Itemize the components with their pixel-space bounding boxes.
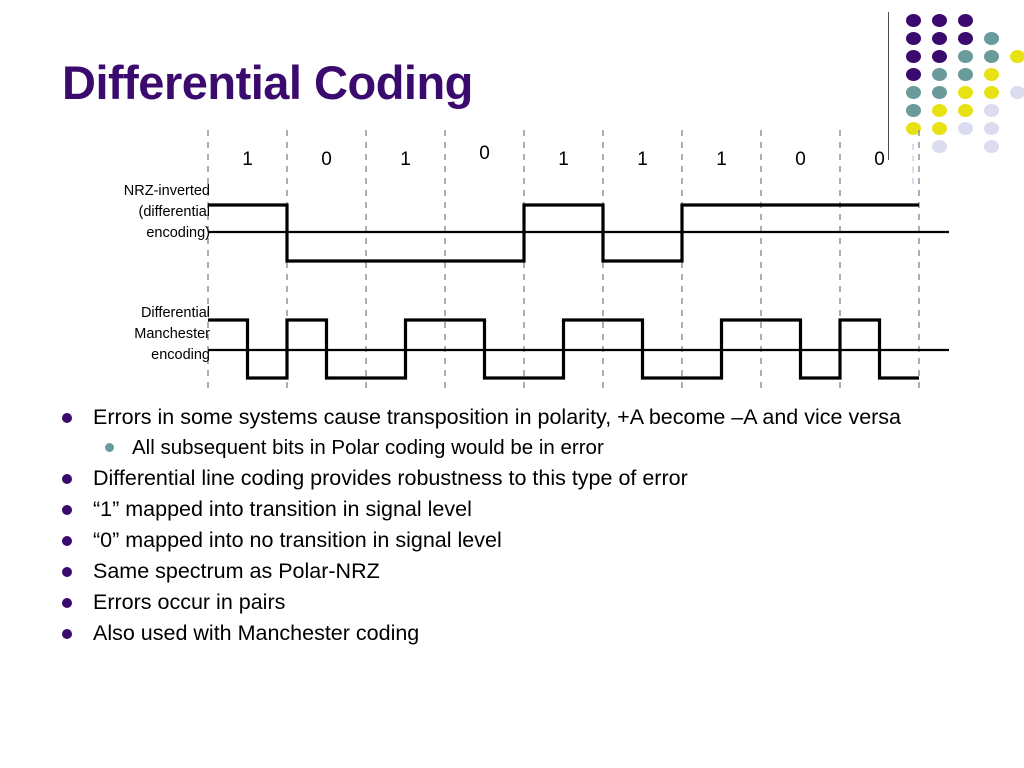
waveform-svg	[207, 130, 949, 390]
decorative-dot-purple	[958, 14, 973, 27]
bullet-text: All subsequent bits in Polar coding woul…	[132, 436, 604, 460]
bullet-marker-icon	[62, 567, 72, 578]
decorative-dot-purple	[906, 14, 921, 27]
bit-label: 1	[558, 149, 569, 170]
bullet-item: Same spectrum as Polar-NRZ	[62, 558, 992, 585]
bullet-text: “0” mapped into no transition in signal …	[93, 528, 502, 553]
decorative-dot-yellow	[932, 122, 947, 135]
label-line: Manchester	[134, 326, 210, 343]
decorative-dot-purple	[958, 32, 973, 45]
bullet-item: Errors occur in pairs	[62, 589, 992, 616]
bullet-marker-icon	[62, 629, 72, 640]
decorative-dot-cluster	[880, 6, 1024, 184]
decorative-dot-lavender	[984, 140, 999, 153]
decorative-dot-yellow	[906, 122, 921, 135]
decorative-dot-lavender	[984, 104, 999, 117]
bullet-list: Errors in some systems cause transpositi…	[62, 404, 992, 651]
decorative-dot-yellow	[932, 104, 947, 117]
bullet-text: Same spectrum as Polar-NRZ	[93, 559, 380, 584]
decorative-dot-purple	[906, 68, 921, 81]
bullet-marker-icon	[62, 504, 72, 515]
decorative-dot-teal	[958, 50, 973, 63]
page-title: Differential Coding	[62, 56, 473, 109]
decorative-dot-teal	[984, 50, 999, 63]
bullet-item: Also used with Manchester coding	[62, 620, 992, 647]
bullet-text: Errors occur in pairs	[93, 590, 286, 615]
decorative-dot-teal	[984, 32, 999, 45]
decorative-dot-teal	[906, 86, 921, 99]
decorative-dot-teal	[932, 86, 947, 99]
decorative-dot-yellow	[958, 104, 973, 117]
bullet-marker-icon	[62, 598, 72, 609]
decorative-vertical-rule	[888, 12, 889, 160]
decorative-dot-teal	[958, 68, 973, 81]
bit-label: 0	[479, 143, 490, 164]
nrz-inverted-label: NRZ-inverted (differential encoding)	[55, 181, 210, 244]
decorative-dot-purple	[906, 50, 921, 63]
bit-label: 0	[874, 149, 885, 170]
decorative-dot-purple	[906, 32, 921, 45]
bullet-item: All subsequent bits in Polar coding woul…	[62, 435, 992, 461]
nrz-inverted-trace	[208, 203, 949, 263]
decorative-dot-yellow	[1010, 50, 1024, 63]
bit-label: 1	[716, 149, 727, 170]
decorative-dot-lavender	[984, 122, 999, 135]
bullet-item: “0” mapped into no transition in signal …	[62, 527, 992, 554]
label-line: encoding)	[146, 225, 210, 242]
bullet-item: Differential line coding provides robust…	[62, 465, 992, 492]
decorative-dot-lavender	[932, 140, 947, 153]
label-line: Differential	[140, 305, 210, 321]
bullet-text: Errors in some systems cause transpositi…	[93, 405, 902, 429]
bullet-marker-icon	[62, 473, 72, 484]
bullet-marker-icon	[62, 413, 72, 423]
decorative-dot-teal	[932, 68, 947, 81]
label-line: encoding	[151, 347, 210, 364]
decorative-dot-purple	[932, 32, 947, 45]
bullet-text: “1” mapped into transition in signal lev…	[93, 496, 472, 521]
decorative-dot-purple	[932, 14, 947, 27]
label-line: (differential	[138, 204, 210, 221]
decorative-dot-teal	[906, 104, 921, 117]
bit-label: 0	[795, 149, 806, 170]
bullet-marker-icon	[62, 536, 72, 547]
decorative-dot-lavender	[1010, 86, 1024, 99]
decorative-dot-yellow	[984, 86, 999, 99]
bit-label: 1	[242, 149, 253, 170]
bullet-marker-icon	[105, 443, 114, 453]
decorative-dot-purple	[932, 50, 947, 63]
bit-label: 0	[321, 149, 332, 170]
bullet-text: Differential line coding provides robust…	[93, 465, 688, 490]
nrzi-signal	[208, 203, 919, 263]
differential-manchester-trace	[208, 318, 949, 380]
bullet-text: Also used with Manchester coding	[93, 621, 420, 646]
bit-label: 1	[400, 149, 411, 170]
manchester-signal	[208, 318, 919, 380]
label-line: NRZ-inverted	[123, 183, 210, 199]
bit-label: 1	[637, 149, 648, 170]
decorative-dot-lavender	[958, 122, 973, 135]
decorative-dot-yellow	[984, 68, 999, 81]
decorative-dot-yellow	[958, 86, 973, 99]
bullet-item: “1” mapped into transition in signal lev…	[62, 496, 992, 523]
bullet-item: Errors in some systems cause transpositi…	[62, 404, 992, 431]
encoding-waveform-figure: NRZ-inverted (differential encoding) Diffe…	[0, 125, 1000, 395]
decorative-dashed-tail	[912, 144, 914, 184]
